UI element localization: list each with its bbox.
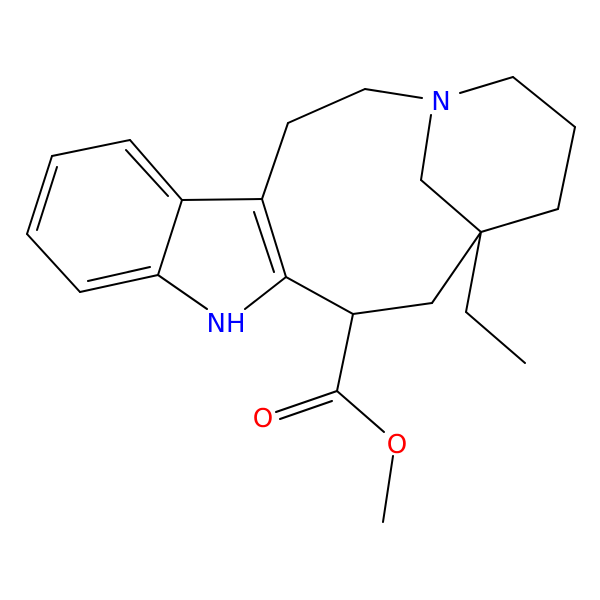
bond (465, 311, 526, 364)
bond (465, 231, 482, 313)
double-bond-second (279, 400, 333, 420)
bond (364, 88, 423, 99)
bond (26, 233, 81, 293)
bond (382, 455, 394, 523)
bond (459, 76, 514, 94)
bond (261, 122, 289, 200)
double-bond-inner (253, 211, 275, 273)
carbonyl-oxygen-label: O (253, 404, 273, 434)
bond (420, 114, 432, 181)
bond (261, 198, 287, 278)
ester-oxygen-label: O (387, 430, 407, 460)
bond (285, 276, 354, 315)
aromatic-bond (87, 266, 151, 282)
bond (79, 274, 159, 293)
bond (512, 76, 576, 128)
bond (275, 390, 338, 413)
indole-nh-label: NH (207, 309, 246, 339)
bond (352, 302, 433, 315)
bond (244, 276, 287, 310)
bond (181, 198, 263, 201)
bond (336, 313, 354, 392)
bond (157, 199, 183, 276)
bond (431, 231, 482, 304)
bond (336, 390, 385, 433)
bond (557, 126, 576, 210)
amine-nitrogen-label: N (431, 87, 450, 117)
bond (26, 155, 53, 235)
bond (480, 208, 559, 233)
bond (157, 274, 208, 310)
bond (420, 179, 482, 233)
aromatic-bond (36, 166, 58, 231)
bond (51, 139, 131, 157)
aromatic-bond (125, 149, 169, 197)
bond (129, 139, 183, 201)
bond (287, 88, 366, 124)
